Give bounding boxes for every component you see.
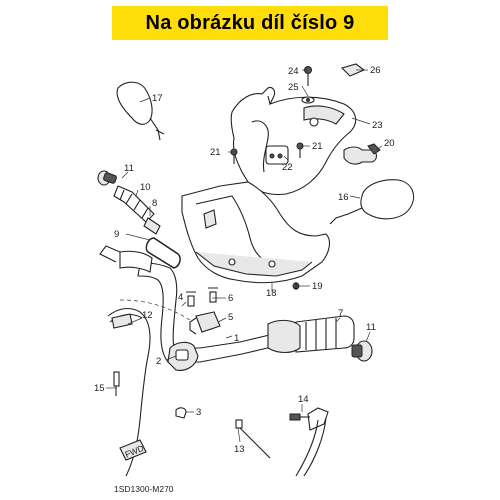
- label-part-9: 9: [114, 229, 119, 240]
- label-part-22: 22: [282, 162, 293, 173]
- label-part-17: 17: [152, 93, 163, 104]
- label-part-21-right: 21: [312, 141, 323, 152]
- part-25-washer: [301, 96, 315, 104]
- part-8-grip-end: [143, 217, 161, 235]
- part-18-lower-cover: [181, 181, 331, 284]
- part-14-bolt: [289, 413, 310, 421]
- label-part-8: 8: [152, 198, 157, 209]
- label-part-23: 23: [372, 120, 383, 131]
- part-16-right-mirror: [329, 179, 415, 225]
- label-part-5: 5: [228, 312, 233, 323]
- part-4-5-6-clamp: [186, 287, 221, 335]
- part-9-grip-tube: [145, 237, 181, 269]
- label-part-26: 26: [370, 65, 381, 76]
- label-part-13: 13: [234, 444, 245, 455]
- label-part-24: 24: [288, 66, 299, 77]
- part-12-cable-bracket: [111, 313, 133, 329]
- label-part-18: 18: [266, 288, 277, 299]
- label-part-10: 10: [140, 182, 151, 193]
- label-part-16: 16: [338, 192, 349, 203]
- part-24-screw: [304, 66, 312, 86]
- label-part-19: 19: [312, 281, 323, 292]
- label-part-11-right: 11: [366, 322, 376, 333]
- title-banner: Na obrázku díl číslo 9: [112, 6, 388, 40]
- part-17-left-mirror: [116, 81, 165, 141]
- label-part-15: 15: [94, 383, 105, 394]
- part-23-upper-cover: [230, 86, 357, 196]
- label-part-11-left: 11: [124, 163, 134, 174]
- part-3-clip: [175, 407, 187, 419]
- part-20-switch-connector: [343, 143, 381, 165]
- label-part-12: 12: [142, 310, 153, 321]
- label-part-4: 4: [178, 292, 183, 303]
- label-part-2: 2: [156, 356, 161, 367]
- part-22-indicator: [265, 145, 289, 165]
- label-part-3: 3: [196, 407, 201, 418]
- part-2-switch: [167, 341, 199, 371]
- label-part-14: 14: [298, 394, 309, 405]
- part-11-left-bar-end: [97, 170, 117, 186]
- part-13-cable-tie: [235, 419, 271, 459]
- part-7-right-grip: [267, 315, 355, 354]
- part-15-cable-end: [113, 371, 120, 396]
- diagram-code: 1SD1300-M270: [114, 484, 174, 494]
- label-part-20: 20: [384, 138, 395, 149]
- label-part-25: 25: [288, 82, 299, 93]
- part-11-right-bar-end: [351, 340, 373, 362]
- label-part-21-left: 21: [210, 147, 221, 158]
- fwd-marker: FWD: [119, 439, 147, 461]
- label-part-6: 6: [228, 293, 233, 304]
- label-part-7: 7: [338, 308, 343, 319]
- label-part-1: 1: [234, 333, 239, 344]
- leader-lines: [106, 69, 383, 443]
